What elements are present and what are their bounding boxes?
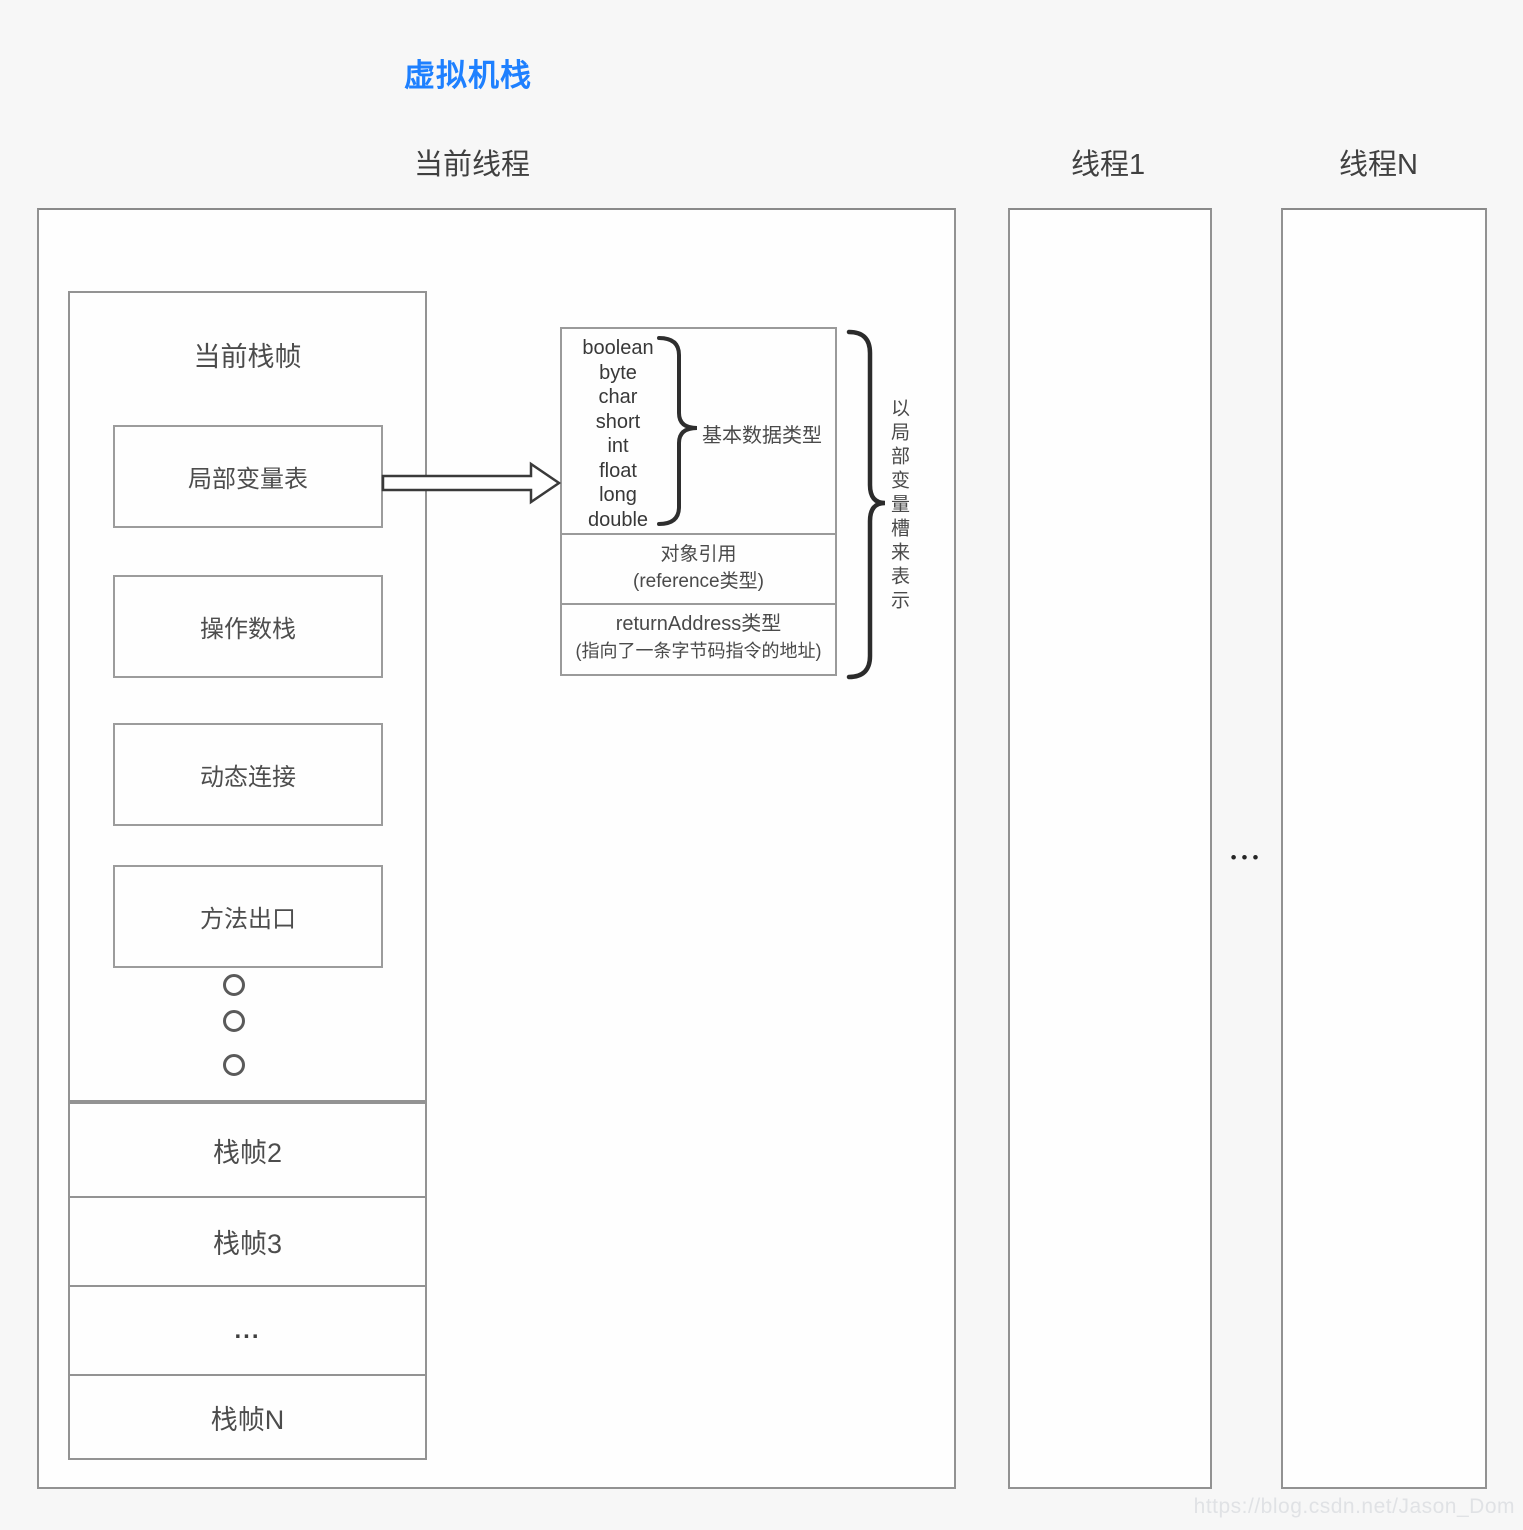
- return-address-section: returnAddress类型 (指向了一条字节码指令的地址): [562, 605, 835, 672]
- local-variable-types-box: boolean byte char short int float long d…: [560, 327, 837, 676]
- reference-type-line1: 对象引用: [660, 544, 737, 565]
- return-address-line1: returnAddress类型: [615, 613, 782, 635]
- stack-ellipsis-circle: [223, 974, 245, 996]
- primitive-types-list: boolean byte char short int float long d…: [576, 336, 660, 532]
- diagram-title: 虚拟机栈: [404, 58, 532, 93]
- primitive-type: byte: [599, 361, 637, 384]
- current-thread-label: 当前线程: [414, 149, 531, 181]
- primitive-type: short: [595, 410, 641, 433]
- big-brace-icon: [846, 329, 886, 680]
- stack-frames-list: 栈帧2 栈帧3 ... 栈帧N: [68, 1102, 427, 1460]
- operand-stack-box: 操作数栈: [113, 575, 383, 678]
- current-stack-frame-title: 当前栈帧: [193, 342, 302, 372]
- thread-1-box: [1008, 208, 1212, 1489]
- current-thread-box: 当前栈帧 局部变量表 操作数栈 动态连接 方法出口 栈帧2 栈帧3 ... 栈帧…: [37, 208, 956, 1489]
- primitive-types-label: 基本数据类型: [702, 425, 822, 447]
- primitive-type: int: [607, 435, 629, 457]
- primitive-type: long: [599, 484, 637, 506]
- return-address-line2: (指向了一条字节码指令的地址): [575, 641, 822, 661]
- stack-frame-2-row: 栈帧2: [212, 1137, 283, 1168]
- stack-frame-ellipsis-row: ...: [70, 1285, 425, 1374]
- stack-frame-3-row: 栈帧3: [70, 1196, 425, 1285]
- current-stack-frame-box: 当前栈帧 局部变量表 操作数栈 动态连接 方法出口: [68, 291, 427, 1102]
- local-variable-table-box: 局部变量表: [113, 425, 383, 528]
- variable-slot-annotation: 以局部变量槽来表示: [888, 398, 909, 614]
- reference-type-line2: (reference类型): [633, 571, 764, 592]
- stack-ellipsis-circle: [223, 1054, 245, 1076]
- small-brace-icon: [657, 336, 698, 526]
- method-exit-box: 方法出口: [113, 865, 383, 968]
- threads-ellipsis: •••: [1230, 848, 1264, 867]
- primitive-type: double: [587, 508, 649, 531]
- primitive-type: boolean: [582, 337, 654, 359]
- watermark-text: https://blog.csdn.net/Jason_Dom: [1193, 1495, 1515, 1518]
- arrow-right-icon: [381, 461, 562, 505]
- dynamic-linking-box: 动态连接: [113, 723, 383, 826]
- primitive-types-section: boolean byte char short int float long d…: [562, 329, 835, 535]
- stack-frame-n-row: 栈帧N: [70, 1374, 425, 1458]
- reference-type-section: 对象引用 (reference类型): [562, 535, 835, 605]
- primitive-type: char: [598, 386, 638, 408]
- stack-ellipsis-circle: [223, 1010, 245, 1032]
- thread-n-label: 线程N: [1339, 149, 1418, 181]
- primitive-type: float: [599, 459, 637, 482]
- thread-n-box: [1281, 208, 1487, 1489]
- thread-1-label: 线程1: [1071, 149, 1146, 181]
